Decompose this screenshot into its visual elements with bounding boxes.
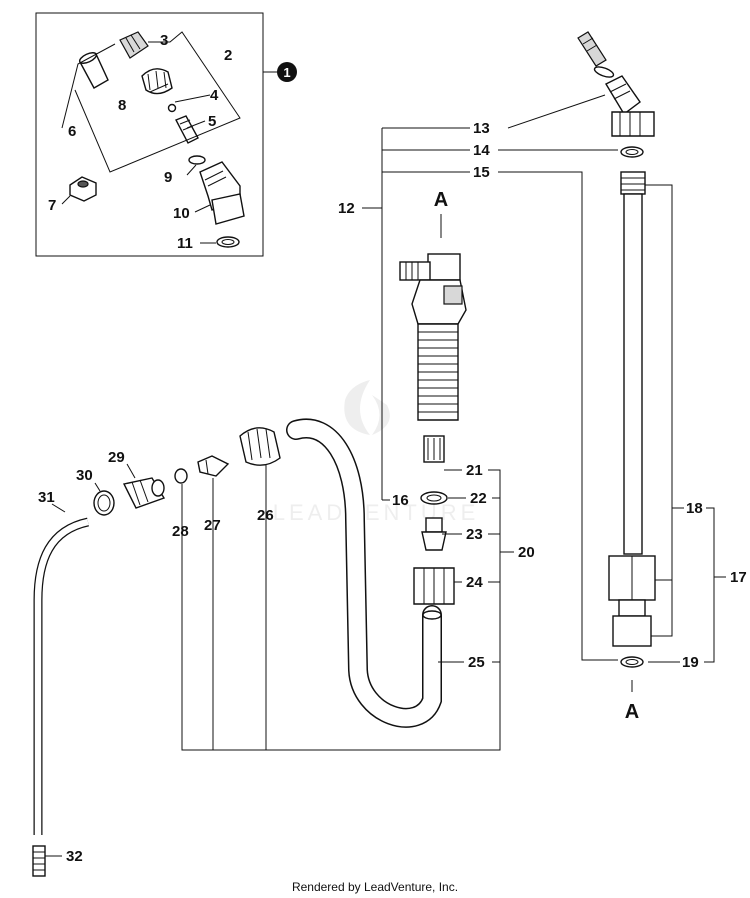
callout-13: 13 <box>473 120 490 137</box>
callout-11: 11 <box>177 235 193 252</box>
callout-28: 28 <box>172 523 189 540</box>
part-5-fitting <box>175 115 199 144</box>
callout-6: 6 <box>68 123 76 140</box>
section-marker-top: A <box>434 189 448 211</box>
callout-19: 19 <box>682 654 699 671</box>
callout-27: 27 <box>204 517 221 534</box>
leader-lines <box>45 94 726 857</box>
part-22-washer <box>420 491 448 505</box>
callout-8: 8 <box>118 97 126 114</box>
callout-21: 21 <box>466 462 483 479</box>
part-32-strainer <box>32 845 46 877</box>
callout-20: 20 <box>518 544 535 561</box>
callout-15: 15 <box>473 164 490 181</box>
callout-3: 3 <box>160 32 168 49</box>
callout-badge-1: 1 <box>277 62 297 82</box>
callout-17: 17 <box>730 569 747 586</box>
callout-2: 2 <box>224 47 232 64</box>
part-11-washer <box>216 236 240 248</box>
part-10-elbow <box>199 161 245 225</box>
inset-leaders <box>61 31 241 244</box>
svg-text:1: 1 <box>283 65 290 80</box>
part-27-fitting <box>197 455 230 477</box>
part-26-nut <box>239 427 281 466</box>
part-30-oring <box>93 490 115 516</box>
footer-credit: Rendered by LeadVenture, Inc. <box>291 880 459 894</box>
callout-10: 10 <box>173 205 190 222</box>
callout-18: 18 <box>686 500 703 517</box>
part-14-washer <box>620 146 644 158</box>
section-marker-bottom: A <box>625 701 639 723</box>
callout-12: 12 <box>338 200 355 217</box>
part-29-adapter <box>122 477 166 509</box>
part-28-oring <box>174 468 188 484</box>
part-23-barb <box>421 517 447 551</box>
callout-16: 16 <box>392 492 409 509</box>
part-7-nut <box>69 176 97 202</box>
callout-30: 30 <box>76 467 93 484</box>
part-3-nozzle-tip <box>119 31 149 59</box>
callout-23: 23 <box>466 526 483 543</box>
callout-24: 24 <box>466 574 483 591</box>
part-18-wand <box>608 171 656 647</box>
callout-32: 32 <box>66 848 83 865</box>
part-31-tube <box>33 517 90 835</box>
callout-5: 5 <box>208 113 216 130</box>
callout-29: 29 <box>108 449 125 466</box>
inset-box <box>35 12 264 257</box>
part-9-washer <box>188 155 206 165</box>
callout-25: 25 <box>468 654 485 671</box>
part-12-body <box>399 253 467 421</box>
part-21-filter <box>423 435 445 463</box>
part-19-washer <box>620 656 644 668</box>
callout-14: 14 <box>473 142 490 159</box>
part-4-oring <box>167 103 177 113</box>
callout-4: 4 <box>210 87 219 104</box>
callout-7: 7 <box>48 197 56 214</box>
part-8-nut <box>141 68 173 95</box>
callout-31: 31 <box>38 489 55 506</box>
part-13-tip-elbow <box>577 31 655 137</box>
watermark: LEADVENTURE <box>273 380 480 525</box>
callout-22: 22 <box>470 490 487 507</box>
callout-26: 26 <box>257 507 274 524</box>
callout-numbers: 3 2 4 8 5 6 9 7 10 11 13 14 15 12 16 21 … <box>38 32 747 865</box>
watermark-text: LEADVENTURE <box>273 500 480 525</box>
part-24-nut <box>413 567 455 605</box>
callout-9: 9 <box>164 169 172 186</box>
